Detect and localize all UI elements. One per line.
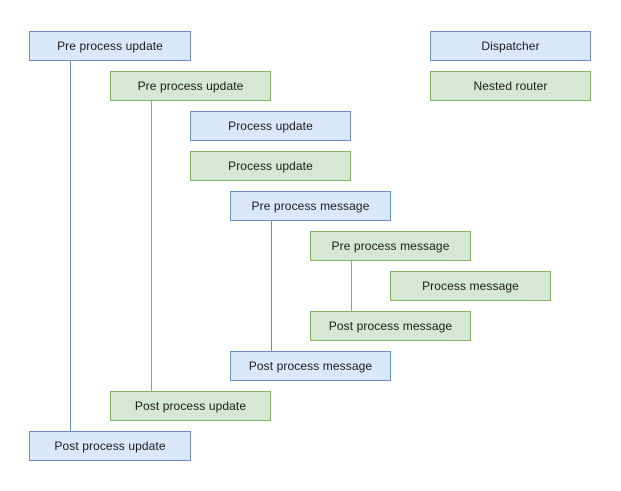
node-label: Pre process update <box>57 39 163 53</box>
node-label: Dispatcher <box>481 39 540 53</box>
node-process-update-dispatcher[interactable]: Process update <box>190 111 351 141</box>
node-label: Pre process update <box>137 79 244 93</box>
node-post-process-message-router[interactable]: Post process message <box>310 311 471 341</box>
node-post-process-message-dispatcher[interactable]: Post process message <box>230 351 391 381</box>
node-label: Nested router <box>473 79 548 93</box>
connector-edge-router-message <box>351 261 352 311</box>
node-pre-process-message-router[interactable]: Pre process message <box>310 231 471 261</box>
node-pre-process-message-dispatcher[interactable]: Pre process message <box>230 191 391 221</box>
node-process-message-router[interactable]: Process message <box>390 271 551 301</box>
node-label: Process update <box>228 159 313 173</box>
node-post-process-update-router[interactable]: Post process update <box>110 391 271 421</box>
node-label: Post process message <box>248 359 373 373</box>
node-pre-process-update-dispatcher[interactable]: Pre process update <box>29 31 191 61</box>
node-label: Post process update <box>134 399 247 413</box>
legend-item-dispatcher[interactable]: Dispatcher <box>430 31 591 61</box>
node-process-update-router[interactable]: Process update <box>190 151 351 181</box>
node-label: Post process update <box>54 439 166 453</box>
connector-edge-router-update <box>151 101 152 391</box>
legend-item-nested-router[interactable]: Nested router <box>430 71 591 101</box>
node-label: Process message <box>422 279 519 293</box>
node-label: Pre process message <box>251 199 370 213</box>
node-label: Post process message <box>328 319 453 333</box>
node-label: Pre process message <box>331 239 450 253</box>
node-label: Process update <box>228 119 313 133</box>
connector-edge-dispatcher-update <box>70 61 71 431</box>
connector-edge-dispatcher-message <box>271 221 272 351</box>
node-pre-process-update-router[interactable]: Pre process update <box>110 71 271 101</box>
node-post-process-update-dispatcher[interactable]: Post process update <box>29 431 191 461</box>
